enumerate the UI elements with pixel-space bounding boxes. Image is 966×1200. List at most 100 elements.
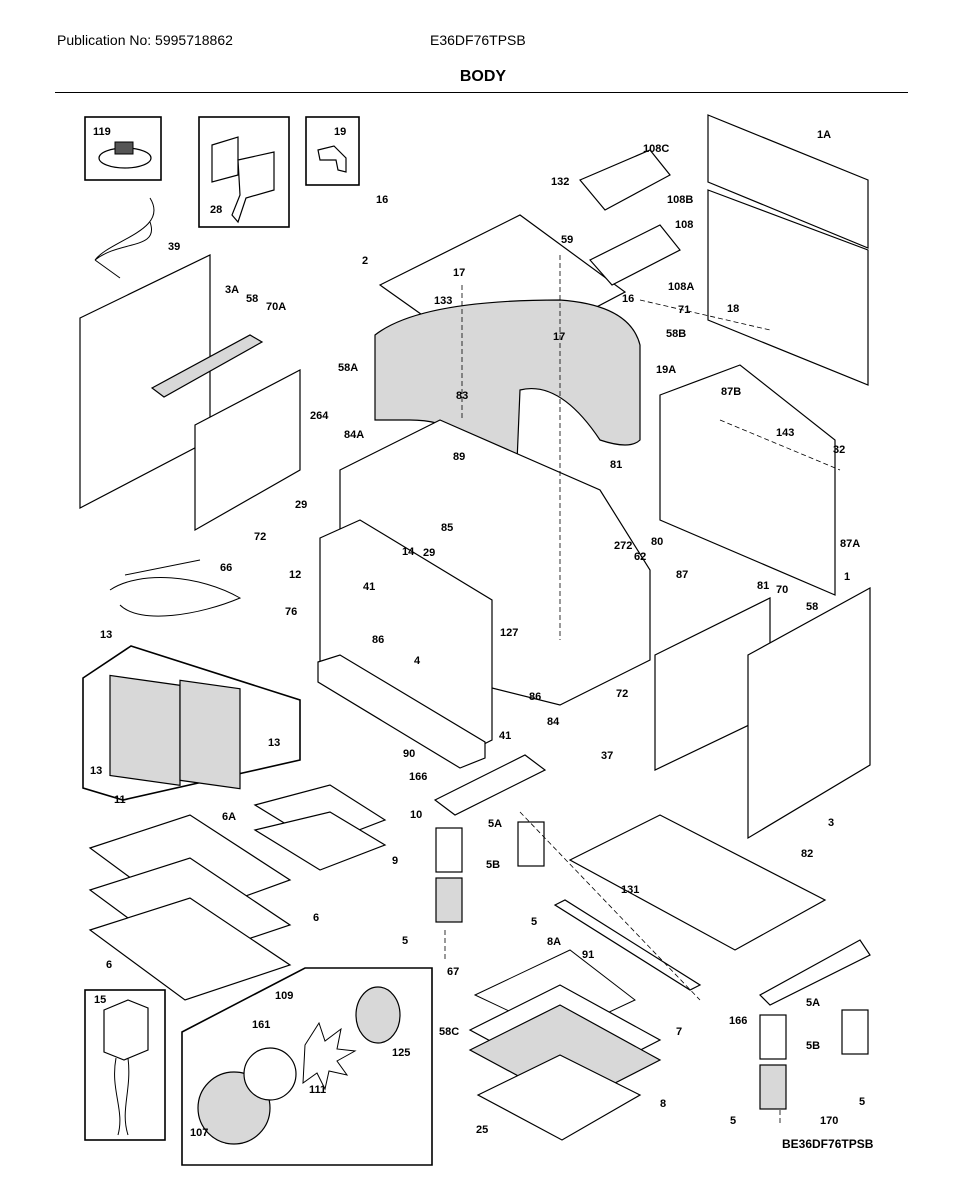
callout-59: 59 <box>561 234 573 246</box>
callout-131: 131 <box>621 884 639 896</box>
callout-58B: 58B <box>666 328 686 340</box>
callout-8: 8 <box>660 1098 666 1110</box>
callout-84A: 84A <box>344 429 364 441</box>
callout-6: 6 <box>313 912 319 924</box>
page-title: BODY <box>459 68 507 85</box>
callout-58A: 58A <box>338 362 358 374</box>
callout-125: 125 <box>392 1047 410 1059</box>
callout-108C: 108C <box>643 143 669 155</box>
callout-66: 66 <box>220 562 232 574</box>
callout-58: 58 <box>806 601 818 613</box>
bake-element-assembly-8A <box>468 949 662 1141</box>
callout-84: 84 <box>547 716 560 728</box>
side-panel-72-left <box>194 369 301 532</box>
callout-76: 76 <box>285 606 297 618</box>
callout-85: 85 <box>441 522 453 534</box>
callout-12: 12 <box>289 569 301 581</box>
callout-41: 41 <box>363 581 375 593</box>
callout-13: 13 <box>90 765 102 777</box>
callout-19A: 19A <box>656 364 676 376</box>
callout-5: 5 <box>402 935 408 947</box>
callout-91: 91 <box>582 949 594 961</box>
back-panel-1A <box>707 114 869 249</box>
callout-3A: 3A <box>225 284 239 296</box>
callout-127: 127 <box>500 627 518 639</box>
controls-108 <box>579 149 681 286</box>
callout-143: 143 <box>776 427 794 439</box>
callout-29: 29 <box>295 499 307 511</box>
callout-67: 67 <box>447 966 459 978</box>
callout-81: 81 <box>610 459 622 471</box>
callout-86: 86 <box>372 634 384 646</box>
callout-119: 119 <box>93 126 111 138</box>
guide-lines <box>444 255 841 1125</box>
callout-161: 161 <box>252 1019 270 1031</box>
legs-5A-5B-left <box>435 821 545 923</box>
callout-83: 83 <box>456 390 468 402</box>
callout-18: 18 <box>727 303 739 315</box>
inset-fan-box <box>181 967 433 1166</box>
callout-5A: 5A <box>806 997 820 1009</box>
callout-4: 4 <box>414 655 421 667</box>
callout-28: 28 <box>210 204 222 216</box>
callout-13: 13 <box>268 737 280 749</box>
callout-11: 11 <box>114 794 126 806</box>
callout-5: 5 <box>531 916 537 928</box>
callout-5: 5 <box>859 1096 865 1108</box>
callout-58C: 58C <box>439 1026 459 1038</box>
callout-17: 17 <box>553 331 565 343</box>
callout-109: 109 <box>275 990 293 1002</box>
callout-5: 5 <box>730 1115 736 1127</box>
insulation-58-left <box>150 334 264 398</box>
callout-82: 82 <box>801 848 813 860</box>
legs-5A-5B-right <box>759 1009 869 1110</box>
callout-90: 90 <box>403 748 415 760</box>
callout-5B: 5B <box>486 859 500 871</box>
callout-37: 37 <box>601 750 613 762</box>
inset-119-box <box>84 116 162 181</box>
element-66 <box>109 559 242 617</box>
cord-39 <box>94 197 155 279</box>
callout-5B: 5B <box>806 1040 820 1052</box>
back-panel-71 <box>707 189 869 386</box>
callout-272: 272 <box>614 540 632 552</box>
callout-25: 25 <box>476 1124 488 1136</box>
callout-32: 32 <box>833 444 845 456</box>
callout-107: 107 <box>190 1127 208 1139</box>
callout-89: 89 <box>453 451 465 463</box>
callout-80: 80 <box>651 536 663 548</box>
callout-62: 62 <box>634 551 646 563</box>
callout-70A: 70A <box>266 301 286 313</box>
callout-6A: 6A <box>222 811 236 823</box>
callout-labels: 1192819393A5870A72264291621713259108C108… <box>90 126 865 1139</box>
callout-8A: 8A <box>547 936 561 948</box>
callout-6: 6 <box>106 959 112 971</box>
callout-5A: 5A <box>488 818 502 830</box>
callout-14: 14 <box>402 546 415 558</box>
oven-racks-6 <box>88 814 292 1001</box>
header-divider <box>55 92 908 93</box>
callout-264: 264 <box>310 410 329 422</box>
callout-87A: 87A <box>840 538 860 550</box>
callout-133: 133 <box>434 295 452 307</box>
base-frame-82 <box>568 814 827 951</box>
callout-132: 132 <box>551 176 569 188</box>
crossbar-166 <box>433 754 871 1006</box>
callout-16: 16 <box>622 293 634 305</box>
rail-91 <box>553 899 702 991</box>
callout-72: 72 <box>254 531 266 543</box>
callout-87: 87 <box>676 569 688 581</box>
callout-13: 13 <box>100 629 112 641</box>
callout-29: 29 <box>423 547 435 559</box>
diagram-code: BE36DF76TPSB <box>782 1137 874 1151</box>
callout-108B: 108B <box>667 194 693 206</box>
callout-71: 71 <box>678 304 690 316</box>
callout-7: 7 <box>676 1026 682 1038</box>
callout-1A: 1A <box>817 129 831 141</box>
door-trim-90 <box>317 654 486 769</box>
callout-86: 86 <box>529 691 541 703</box>
callout-72: 72 <box>616 688 628 700</box>
publication-number: Publication No: 5995718862 <box>57 32 233 48</box>
callout-111: 111 <box>309 1084 326 1096</box>
